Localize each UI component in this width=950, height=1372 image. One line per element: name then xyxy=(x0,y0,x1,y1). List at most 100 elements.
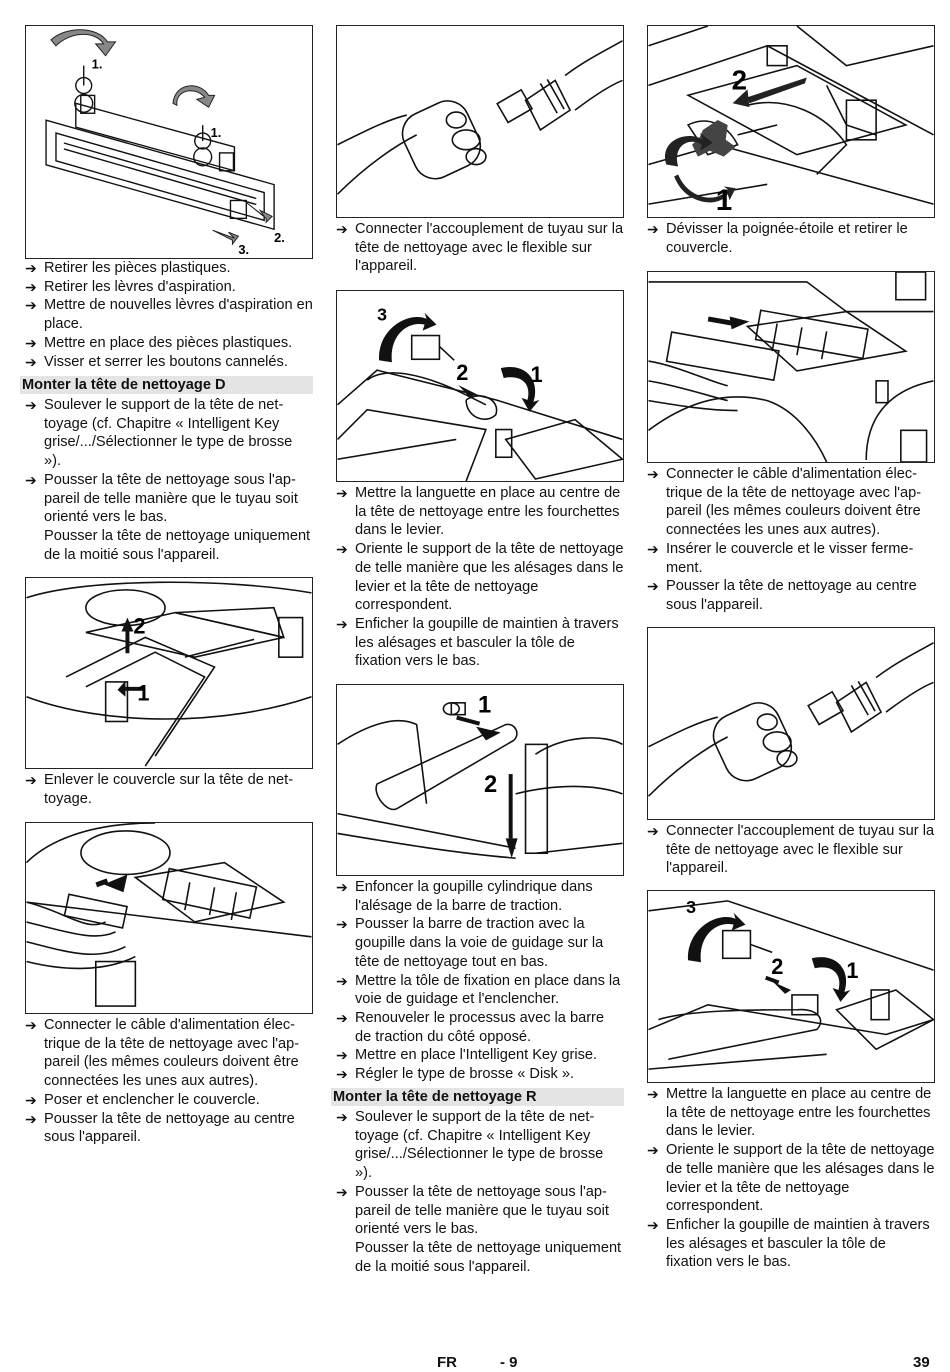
list-item: ➔Enfoncer la goupille cylindrique dans l… xyxy=(336,879,593,914)
figure-connector-plug xyxy=(25,822,313,1014)
list-item: ➔Dévisser la poignée-étoile et retirer l… xyxy=(647,221,908,256)
figure-lever-mount-r: 3 2 1 xyxy=(647,890,935,1083)
arrow-right-icon: ➔ xyxy=(336,1183,348,1200)
list-item: ➔Soulever le support de la tête de net­t… xyxy=(25,397,293,470)
arrow-right-icon: ➔ xyxy=(336,972,348,989)
fig-label: 1 xyxy=(478,692,491,719)
list-item: ➔Mettre de nouvelles lèvres d'aspiration… xyxy=(25,297,313,333)
figure-connector-plug-r xyxy=(647,271,935,463)
instruction-list: ➔Mettre la languette en place au centre … xyxy=(647,1085,935,1272)
fig-label: 3 xyxy=(377,305,387,325)
instruction-list: ➔Soulever le support de la tête de net­t… xyxy=(25,396,313,564)
arrow-right-icon: ➔ xyxy=(25,471,37,488)
arrow-right-icon: ➔ xyxy=(25,397,37,413)
fig-label: 3 xyxy=(686,897,696,917)
list-item: ➔Mettre la tôle de fixation en place dan… xyxy=(336,972,621,1008)
footer-language: FR xyxy=(437,1354,457,1371)
list-item: ➔Retirer les lèvres d'aspiration. xyxy=(25,278,236,295)
fig-label: 2 xyxy=(732,64,747,95)
arrow-right-icon: ➔ xyxy=(647,1216,659,1233)
fig-label: 2 xyxy=(133,613,145,638)
arrow-right-icon: ➔ xyxy=(647,221,659,237)
instruction-list: ➔Enlever le couvercle sur la tête de net… xyxy=(25,771,313,808)
figure-star-knob: 2 1 xyxy=(647,25,935,218)
fig-label: 3. xyxy=(238,242,249,257)
figure-suction-lips: 1. 1. 2. 3. xyxy=(25,25,313,259)
list-item: ➔Pousser la tête de nettoyage sous l'ap­… xyxy=(336,1183,609,1238)
arrow-right-icon: ➔ xyxy=(336,1066,348,1083)
fig-label: 2. xyxy=(274,230,285,245)
list-item: ➔Mettre la languette en place au centre … xyxy=(336,485,621,539)
arrow-right-icon: ➔ xyxy=(25,297,37,314)
list-item: ➔Connecter l'accouplement de tuyau sur l… xyxy=(647,823,935,877)
arrow-right-icon: ➔ xyxy=(25,1091,37,1108)
instruction-list: ➔Retirer les pièces plastiques. ➔Retirer… xyxy=(25,259,313,371)
arrow-right-icon: ➔ xyxy=(336,879,348,895)
list-item: ➔Régler le type de brosse « Disk ». xyxy=(336,1066,575,1083)
fig-label: 2 xyxy=(484,771,497,798)
instruction-list: ➔Mettre la languette en place au centre … xyxy=(336,484,624,671)
fig-label: 1 xyxy=(137,681,149,706)
section-heading: Monter la tête de nettoyage D xyxy=(20,376,313,394)
instruction-list: ➔Connecter le câble d'alimentation élec­… xyxy=(25,1016,313,1147)
list-item: ➔Mettre en place des pièces plastiques. xyxy=(25,334,293,351)
arrow-right-icon: ➔ xyxy=(647,1142,659,1159)
list-item: ➔Poser et enclencher le couvercle. xyxy=(25,1091,260,1108)
fig-label: 1 xyxy=(846,958,858,983)
arrow-right-icon: ➔ xyxy=(25,334,37,351)
list-item-note: Pousser la tête de nettoyage unique­ment… xyxy=(355,1239,622,1275)
list-item: ➔Oriente le support de la tête de net­to… xyxy=(336,541,624,614)
arrow-right-icon: ➔ xyxy=(336,615,348,632)
fig-label: 1. xyxy=(92,57,103,72)
figure-lever-mount: 3 2 1 xyxy=(336,290,624,482)
footer-section-page: - 9 xyxy=(500,1354,518,1371)
instruction-list: ➔Connecter le câble d'alimentation élec­… xyxy=(647,465,935,615)
list-item: ➔Mettre en place l'Intelligent Key grise… xyxy=(336,1047,598,1064)
instruction-list: ➔Enfoncer la goupille cylindrique dans l… xyxy=(336,878,624,1084)
fig-label: 1. xyxy=(211,125,222,140)
list-item: ➔Pousser la tête de nettoyage sous l'ap­… xyxy=(25,471,298,526)
fig-label: 1 xyxy=(716,184,733,217)
arrow-right-icon: ➔ xyxy=(647,578,659,595)
instruction-list: ➔Dévisser la poignée-étoile et retirer l… xyxy=(647,220,935,257)
arrow-right-icon: ➔ xyxy=(647,466,659,482)
list-item: ➔Retirer les pièces plastiques. xyxy=(25,260,231,276)
arrow-right-icon: ➔ xyxy=(25,278,37,295)
list-item: ➔Insérer le couvercle et le visser ferme… xyxy=(647,540,914,576)
list-item: ➔Mettre la languette en place au centre … xyxy=(647,1086,932,1140)
arrow-right-icon: ➔ xyxy=(336,1009,348,1026)
list-item: ➔Renouveler le processus avec la barre d… xyxy=(336,1009,605,1045)
arrow-right-icon: ➔ xyxy=(336,1109,348,1125)
list-item: ➔Pousser la tête de nettoyage au centre … xyxy=(647,578,917,613)
fig-label: 1 xyxy=(530,362,542,387)
list-item: ➔Pousser la barre de traction avec la go… xyxy=(336,916,604,970)
section-heading: Monter la tête de nettoyage R xyxy=(331,1088,624,1106)
arrow-right-icon: ➔ xyxy=(647,823,659,839)
list-item: ➔Visser et serrer les boutons cannelés. xyxy=(25,353,288,370)
list-item: ➔Connecter le câble d'alimentation élec­… xyxy=(25,1017,300,1090)
instruction-list: ➔Connecter l'accouplement de tuyau sur l… xyxy=(647,822,935,878)
arrow-right-icon: ➔ xyxy=(336,485,348,501)
arrow-right-icon: ➔ xyxy=(25,260,37,276)
arrow-right-icon: ➔ xyxy=(336,916,348,933)
list-item: ➔Pousser la tête de nettoyage au centre … xyxy=(25,1110,295,1146)
arrow-right-icon: ➔ xyxy=(336,541,348,558)
arrow-right-icon: ➔ xyxy=(25,353,37,370)
figure-hose-coupling xyxy=(336,25,624,218)
arrow-right-icon: ➔ xyxy=(25,1017,37,1033)
fig-label: 2 xyxy=(771,954,783,979)
list-item: ➔Connecter l'accouplement de tuyau sur l… xyxy=(336,221,624,275)
arrow-right-icon: ➔ xyxy=(336,1047,348,1064)
figure-drawbar: 1 2 xyxy=(336,684,624,876)
arrow-right-icon: ➔ xyxy=(336,221,348,237)
figure-hose-coupling-r xyxy=(647,627,935,820)
instruction-list: ➔Soulever le support de la tête de net­t… xyxy=(336,1108,624,1276)
arrow-right-icon: ➔ xyxy=(647,540,659,557)
figure-cover-removal: 2 1 xyxy=(25,577,313,769)
list-item: ➔Enficher la goupille de maintien à tra­… xyxy=(647,1216,930,1271)
arrow-right-icon: ➔ xyxy=(647,1086,659,1102)
footer-page-number: 39 xyxy=(913,1354,930,1371)
list-item-note: Pousser la tête de nettoyage unique­ment… xyxy=(44,527,311,563)
instruction-list: ➔Connecter l'accouplement de tuyau sur l… xyxy=(336,220,624,276)
arrow-right-icon: ➔ xyxy=(25,1110,37,1127)
